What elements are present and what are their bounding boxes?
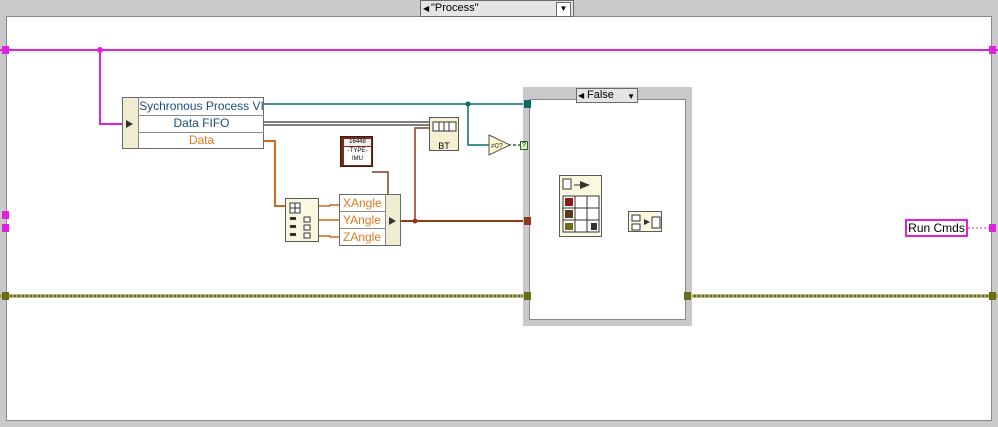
- index-array-node[interactable]: [285, 198, 319, 242]
- chevron-down-icon[interactable]: ▼: [556, 2, 571, 17]
- tunnel-left-top[interactable]: [2, 46, 9, 54]
- cluster-wire-branch[interactable]: [99, 50, 122, 125]
- arrow-right-icon: [126, 120, 133, 128]
- inner-case-diagram: [529, 99, 686, 320]
- case-selector-label: "Process": [431, 2, 479, 14]
- case-structure-diagram: [6, 16, 992, 421]
- unbundle-row-sync-vi[interactable]: Sychronous Process VI: [139, 98, 264, 116]
- data-wire[interactable]: [264, 140, 286, 207]
- type-constant[interactable]: 16448 -TYPE- IMU: [340, 136, 373, 167]
- tunnel-right-top[interactable]: [989, 46, 996, 54]
- case-selector-terminal[interactable]: ?: [520, 141, 528, 150]
- unbundle-row-xangle[interactable]: XAngle: [340, 195, 388, 212]
- type-constant-label: -TYPE-: [347, 148, 368, 154]
- chevron-down-icon[interactable]: ▼: [627, 92, 635, 101]
- error-tunnel-left[interactable]: [2, 292, 9, 300]
- error-tunnel-right[interactable]: [989, 292, 996, 300]
- error-tunnel-in[interactable]: [524, 292, 531, 300]
- unbundle-row-data-fifo[interactable]: Data FIFO: [139, 115, 264, 133]
- unbundle-by-name-node[interactable]: Sychronous Process VI Data FIFO Data: [122, 97, 264, 149]
- bundle-handle: [385, 195, 400, 245]
- grid-icon: [289, 202, 311, 239]
- wire-junction: [97, 47, 103, 53]
- not-equal-zero-node[interactable]: ≠0?: [488, 134, 512, 156]
- bt-label: BT: [438, 141, 450, 151]
- angle-unbundle-node[interactable]: XAngle YAngle ZAngle: [339, 194, 401, 246]
- unbundle-row-yangle[interactable]: YAngle: [340, 212, 388, 229]
- compare-label: ≠0?: [491, 143, 503, 150]
- tunnel-left-mid2[interactable]: [2, 224, 9, 232]
- type-constant-name: IMU: [352, 156, 363, 162]
- refnum-tunnel[interactable]: [524, 100, 531, 108]
- previous-case-arrow-icon[interactable]: ◀: [578, 91, 585, 100]
- property-node-icon: [562, 178, 600, 233]
- error-merge-node[interactable]: [628, 211, 662, 232]
- unbundle-handle: [123, 98, 139, 148]
- property-node[interactable]: [559, 175, 602, 237]
- type-constant-id: 16448: [344, 139, 371, 146]
- refnum-branch[interactable]: [467, 104, 490, 146]
- run-cmds-indicator[interactable]: Run Cmds: [905, 219, 968, 237]
- error-tunnel-out[interactable]: [684, 292, 691, 300]
- data-tunnel[interactable]: [524, 217, 531, 225]
- case-selector[interactable]: ◀ "Process" ▼: [420, 0, 574, 17]
- previous-case-arrow-icon[interactable]: ◀: [423, 4, 430, 13]
- fifo-write-icon: [432, 121, 457, 132]
- bt-write-node[interactable]: BT: [429, 117, 459, 151]
- tunnel-left-mid[interactable]: [2, 211, 9, 219]
- inner-case-selector[interactable]: ◀ False ▼: [576, 88, 638, 103]
- merge-errors-icon: [631, 214, 661, 231]
- unbundle-row-data[interactable]: Data: [188, 133, 215, 147]
- arrow-right-icon: [389, 217, 396, 225]
- tunnel-right-mid[interactable]: [989, 224, 996, 232]
- inner-case-selector-label: False: [587, 89, 614, 101]
- unbundle-row-zangle[interactable]: ZAngle: [343, 230, 382, 244]
